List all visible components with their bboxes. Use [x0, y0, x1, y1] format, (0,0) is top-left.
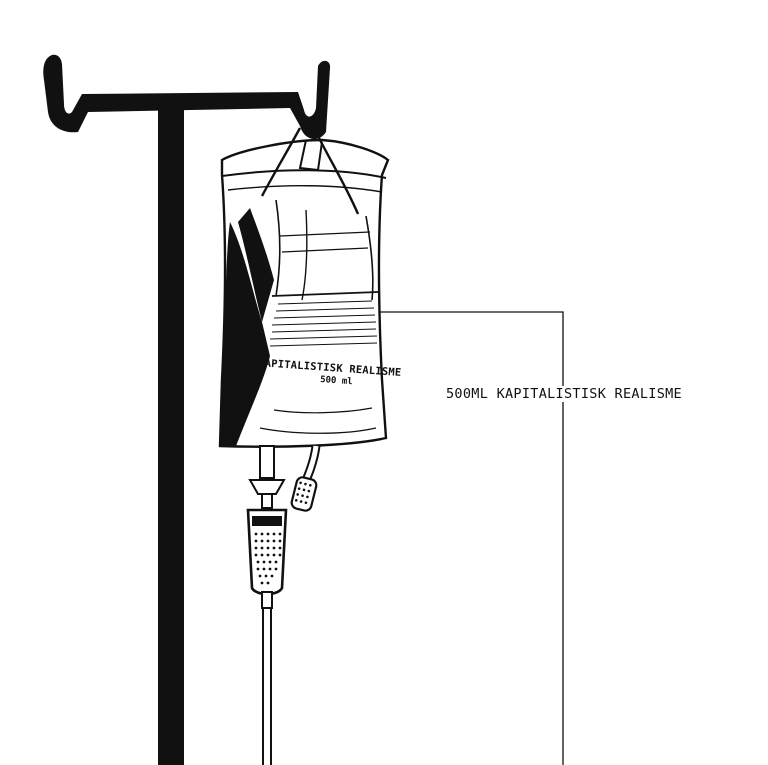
pointer-line: [378, 311, 564, 765]
side-port: [290, 445, 321, 512]
caption-label: 500ML KAPITALISTISK REALISME: [444, 386, 684, 402]
iv-tubing: [262, 608, 272, 765]
iv-bag: KAPITALISTISK REALISME 500 ml: [218, 127, 402, 448]
drip-chamber: [246, 445, 288, 609]
bag-volume-text: 500 ml: [320, 375, 353, 387]
iv-stand: [43, 54, 331, 765]
